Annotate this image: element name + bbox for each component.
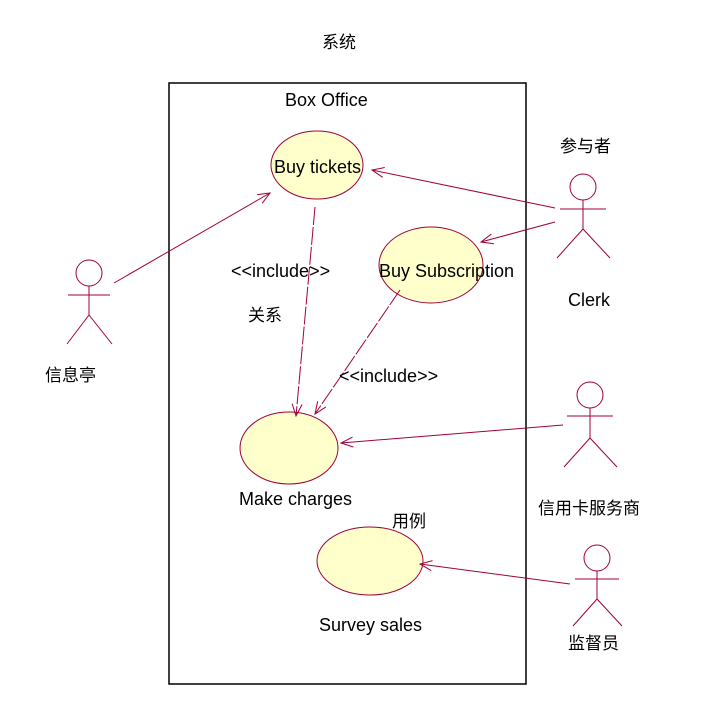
use-case-make-charges[interactable]: [239, 411, 339, 485]
actor-credit-card-provider-label: 信用卡服务商: [538, 499, 640, 519]
annotation-use-case: 用例: [392, 512, 426, 532]
association-credit-card-make-charges: [341, 424, 564, 443]
use-case-buy-subscription[interactable]: [378, 226, 484, 304]
actor-clerk-label: Clerk: [568, 290, 611, 310]
use-case-survey-sales-label: Survey sales: [319, 615, 422, 635]
actor-supervisor-icon[interactable]: [572, 544, 623, 627]
association-kiosk-buy-tickets: [113, 193, 270, 284]
actor-clerk-icon[interactable]: [556, 173, 611, 259]
actor-credit-card-provider-icon[interactable]: [563, 381, 618, 468]
use-case-buy-subscription-label: Buy Subscription: [379, 261, 514, 281]
system-boundary: [168, 82, 527, 685]
system-boundary-title: Box Office: [285, 90, 368, 110]
use-case-survey-sales[interactable]: [316, 526, 424, 596]
use-case-buy-tickets-label: Buy tickets: [274, 157, 361, 177]
use-case-make-charges-label: Make charges: [239, 489, 352, 509]
include-buy-tickets-make-charges: [296, 206, 316, 416]
annotation-relationship: 关系: [248, 306, 282, 326]
actor-supervisor-label: 监督员: [568, 634, 619, 654]
actor-kiosk-icon[interactable]: [66, 259, 113, 345]
include-label-1: <<include>>: [231, 261, 330, 281]
actor-kiosk-label: 信息亭: [45, 366, 96, 386]
association-clerk-buy-tickets: [372, 170, 556, 209]
use-case-buy-tickets[interactable]: [270, 130, 364, 200]
include-label-2: <<include>>: [339, 366, 438, 386]
include-buy-subscription-make-charges: [315, 289, 401, 414]
annotation-system: 系统: [322, 33, 356, 53]
association-supervisor-survey-sales: [420, 564, 571, 585]
annotation-participant: 参与者: [560, 137, 611, 157]
association-clerk-buy-subscription: [481, 221, 556, 242]
